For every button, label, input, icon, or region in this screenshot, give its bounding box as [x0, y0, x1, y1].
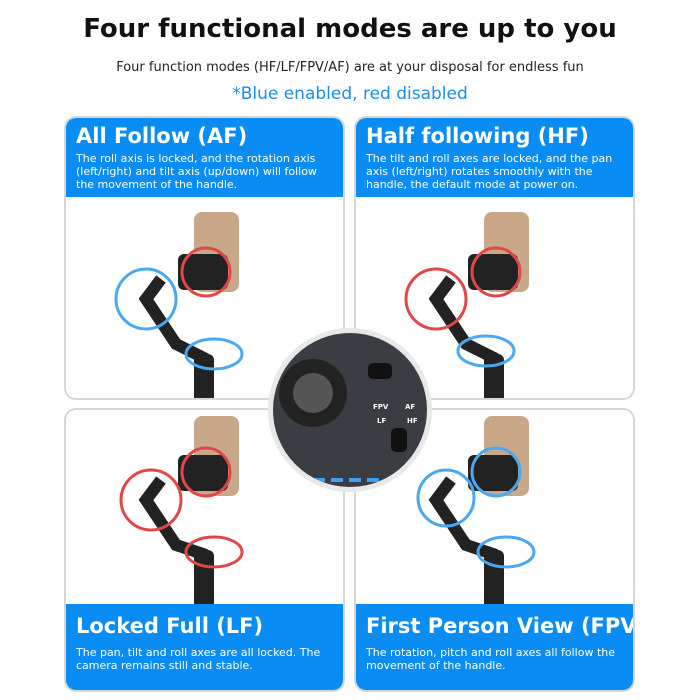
mode-label-hf: HF	[407, 417, 418, 425]
mode-description: The roll axis is locked, and the rotatio…	[76, 152, 317, 191]
mode-description: The rotation, pitch and roll axes all fo…	[366, 646, 616, 672]
page-title: Four functional modes are up to you	[83, 14, 617, 44]
gimbal-image	[416, 416, 536, 610]
mode-title: Locked Full (LF)	[76, 614, 264, 638]
mode-title: Half following (HF)	[366, 124, 589, 148]
mode-title: First Person View (FPV)	[366, 614, 635, 638]
gimbal-image	[114, 212, 244, 398]
mode-label-lf: LF	[377, 417, 387, 425]
mode-description: The tilt and roll axes are locked, and t…	[366, 152, 613, 191]
mode-label-fpv: FPV	[373, 403, 389, 411]
joystick-icon	[279, 359, 407, 482]
gimbal-image	[404, 212, 529, 398]
mode-card-af: All Follow (AF) The roll axis is locked, …	[64, 116, 345, 400]
mode-title: All Follow (AF)	[76, 124, 248, 148]
page-subtitle: Four function modes (HF/LF/FPV/AF) are a…	[116, 60, 584, 75]
mode-label-af: AF	[405, 403, 416, 411]
mode-description: The pan, tilt and roll axes are all lock…	[76, 646, 321, 672]
gimbal-image	[119, 416, 244, 610]
legend-note: *Blue enabled, red disabled	[232, 84, 468, 104]
control-panel-closeup: FPV AF LF HF	[268, 328, 432, 492]
